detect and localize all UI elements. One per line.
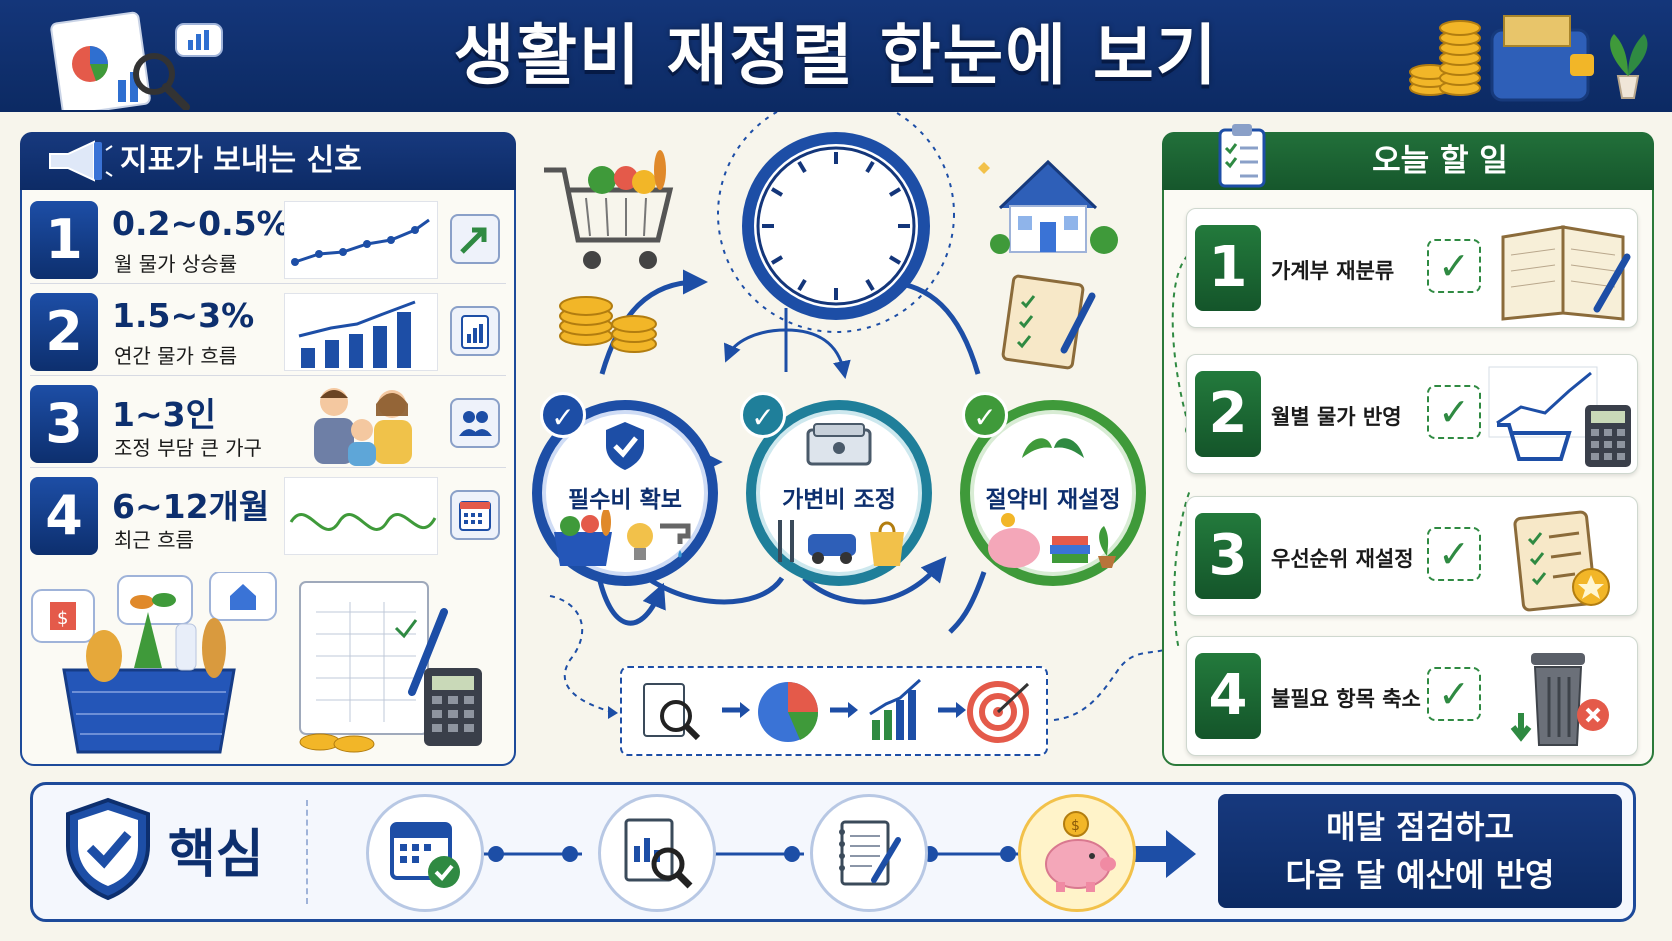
divider [306,800,308,904]
task-checkbox[interactable]: ✓ [1427,527,1481,581]
groceries-ledger-illustration: $ [31,572,482,754]
wallet-tray-icon [806,423,872,466]
task-label: 우선순위 재설정 [1271,547,1414,571]
task-number: 3 [1195,513,1261,599]
signal-value: 0.2~0.5% [112,204,290,243]
bar-chart-clipboard-icon [450,306,500,356]
ledger-book-icon [1501,225,1631,321]
header-banner [0,0,1672,112]
trend-up-arrow-icon [450,214,500,264]
monthly-check-flow [484,830,1196,878]
wave-chart-icon [284,477,438,555]
svg-text:$: $ [1071,818,1080,834]
signal-label: 연간 물가 흐름 [114,344,238,368]
signal-label: 월 물가 상승률 [114,252,238,276]
signal-label: 조정 부담 큰 가구 [114,436,262,460]
cart-calculator-icon [1488,366,1631,467]
task-checkbox[interactable]: ✓ [1427,239,1481,293]
checklist-clipboard-icon [1218,124,1266,188]
report-magnifier-icon [624,818,693,889]
piggy-bank-icon: $ [1045,811,1116,892]
signals-panel-title: 지표가 보내는 신호 [120,143,362,178]
core-label: 핵심 [168,825,264,885]
signal-number: 2 [30,293,98,371]
report-magnifier-icon [50,11,223,110]
coins-wallet-plant-icon [1409,15,1648,102]
piggy-books-plant-icon [988,513,1116,568]
dining-car-shopping-icon [778,520,904,566]
task-label: 가계부 재분류 [1271,259,1395,283]
task-checkbox[interactable]: ✓ [1427,667,1481,721]
signal-value: 6~12개월 [112,487,270,526]
signal-row: 3 1~3인 조정 부담 큰 가구 [30,380,506,468]
svg-text:$: $ [57,608,68,629]
signal-number: 3 [30,385,98,463]
notebook-pen-icon [839,820,901,886]
task-card[interactable]: 3 우선순위 재설정 ✓ [1186,496,1638,616]
clock-icon [742,132,930,320]
megaphone-icon [49,140,113,182]
analysis-flow-icons [643,678,1030,743]
phase-label: 가변비 조정 [782,487,896,513]
bar-chart-rising-icon [284,293,438,371]
check-badge-icon: ✓ [740,392,786,438]
phase-label: 필수비 확보 [568,487,682,513]
family-icon [314,388,412,466]
signals-panel-header [20,132,516,190]
leaves-icon [1022,438,1084,458]
signal-number: 1 [30,201,98,279]
signal-row: 1 0.2~0.5% 월 물가 상승률 [30,196,506,284]
signal-label: 최근 흐름 [114,528,194,552]
shield-check-icon [606,422,644,470]
task-checkbox[interactable]: ✓ [1427,385,1481,439]
signal-number: 4 [30,477,98,555]
check-badge-icon: ✓ [540,392,586,438]
core-message-line: 다음 달 예산에 반영 [1285,856,1555,894]
calendar-check-icon [390,822,460,888]
task-number: 2 [1195,371,1261,457]
priority-checklist-icon [1513,510,1610,612]
signal-row: 2 1.5~3% 연간 물가 흐름 [30,288,506,376]
trash-bin-icon [1510,653,1609,746]
task-card[interactable]: 2 월별 물가 반영 ✓ [1186,354,1638,474]
core-message-line: 매달 점검하고 [1326,808,1514,846]
core-message-box: 매달 점검하고 다음 달 예산에 반영 [1218,794,1622,908]
line-chart-rising-icon [284,201,438,279]
signal-value: 1~3인 [112,395,216,434]
calendar-icon [450,490,500,540]
signal-value: 1.5~3% [112,296,255,335]
task-card[interactable]: 1 가계부 재분류 ✓ [1186,208,1638,328]
cart-coins-icon [544,150,674,353]
task-card[interactable]: 4 불필요 항목 축소 ✓ [1186,636,1638,756]
people-icon [450,398,500,448]
dashed-connector-left [549,595,618,719]
house-clipboard-icon [978,159,1118,370]
tasks-panel-title: 오늘 할 일 [1372,143,1508,179]
groceries-utilities-icon [554,510,691,566]
signal-row: 4 6~12개월 최근 흐름 [30,472,506,560]
task-number: 4 [1195,653,1261,739]
task-label: 불필요 항목 축소 [1271,687,1421,711]
shield-check-icon [66,797,150,901]
task-label: 월별 물가 반영 [1271,405,1402,429]
dashed-connector-right [1053,649,1165,721]
page-title: 생활비 재정렬 한눈에 보기 [453,17,1219,94]
phase-label: 절약비 재설정 [985,487,1121,513]
check-badge-icon: ✓ [962,392,1008,438]
task-number: 1 [1195,225,1261,311]
